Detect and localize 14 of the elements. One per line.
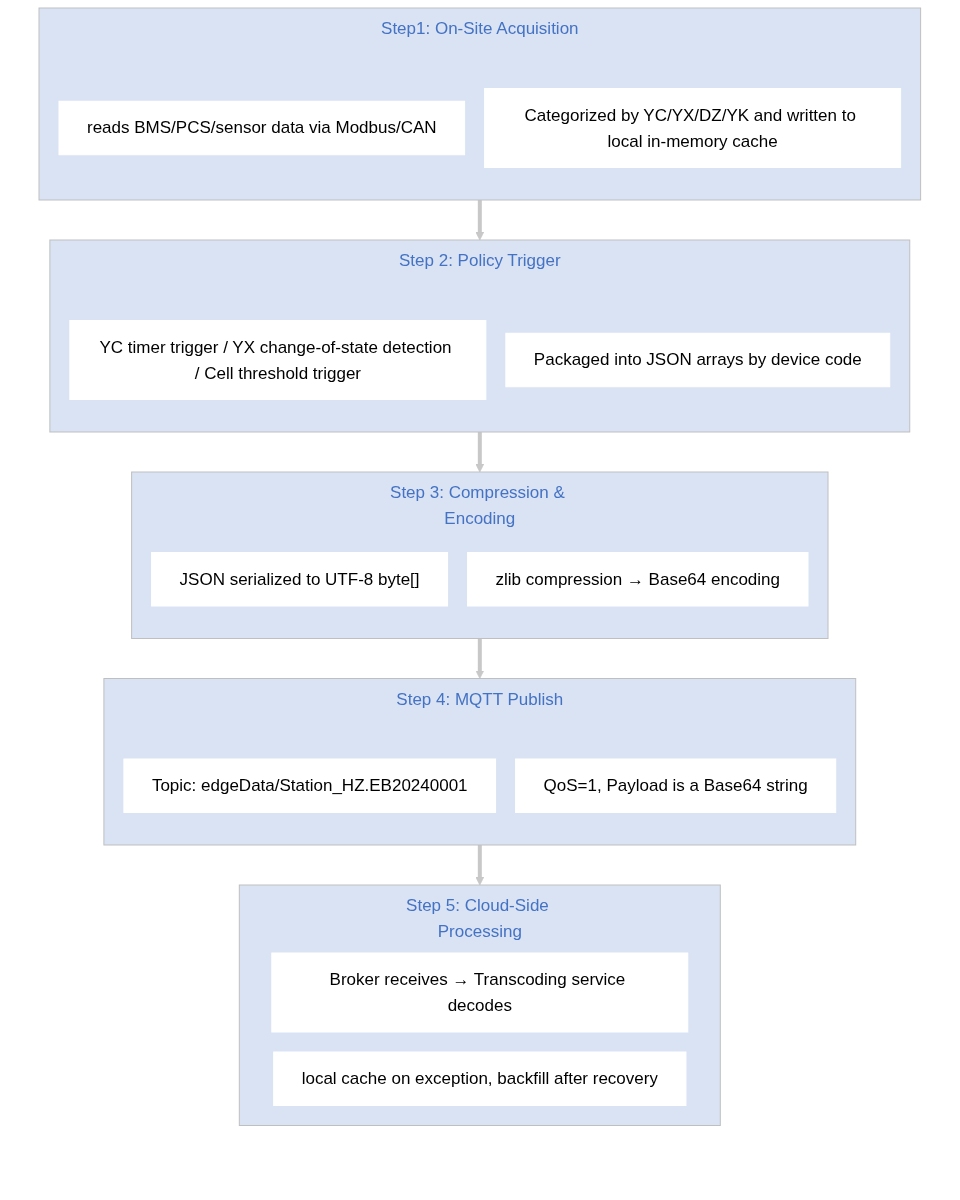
node-box: Packaged into JSON arrays by device code [505, 332, 891, 388]
node-box: local cache on exception, backfill after recovery [273, 1051, 687, 1106]
arrow [475, 638, 485, 679]
node-box: QoS=1, Payload is a Base64 string [515, 758, 837, 813]
node-box: reads BMS/PCS/sensor data via Modbus/CAN [58, 100, 466, 156]
node-box: JSON serialized to UTF-8 byte[] [151, 552, 449, 607]
arrow [475, 845, 485, 886]
node-box: zlib compression → Base64 encoding [467, 552, 809, 607]
node-box: YC timer trigger / YX change-of-state detection / Cell threshold trigger [69, 320, 487, 400]
node-box: Topic: edgeData/Station_HZ.EB20240001 [123, 758, 497, 813]
node-box: Broker receives → Transcoding service decodes [271, 952, 689, 1033]
arrow [475, 432, 485, 473]
arrow [475, 200, 485, 241]
node-box: Categorized by YC/YX/DZ/YK and written to local in-memory cache [484, 88, 902, 168]
